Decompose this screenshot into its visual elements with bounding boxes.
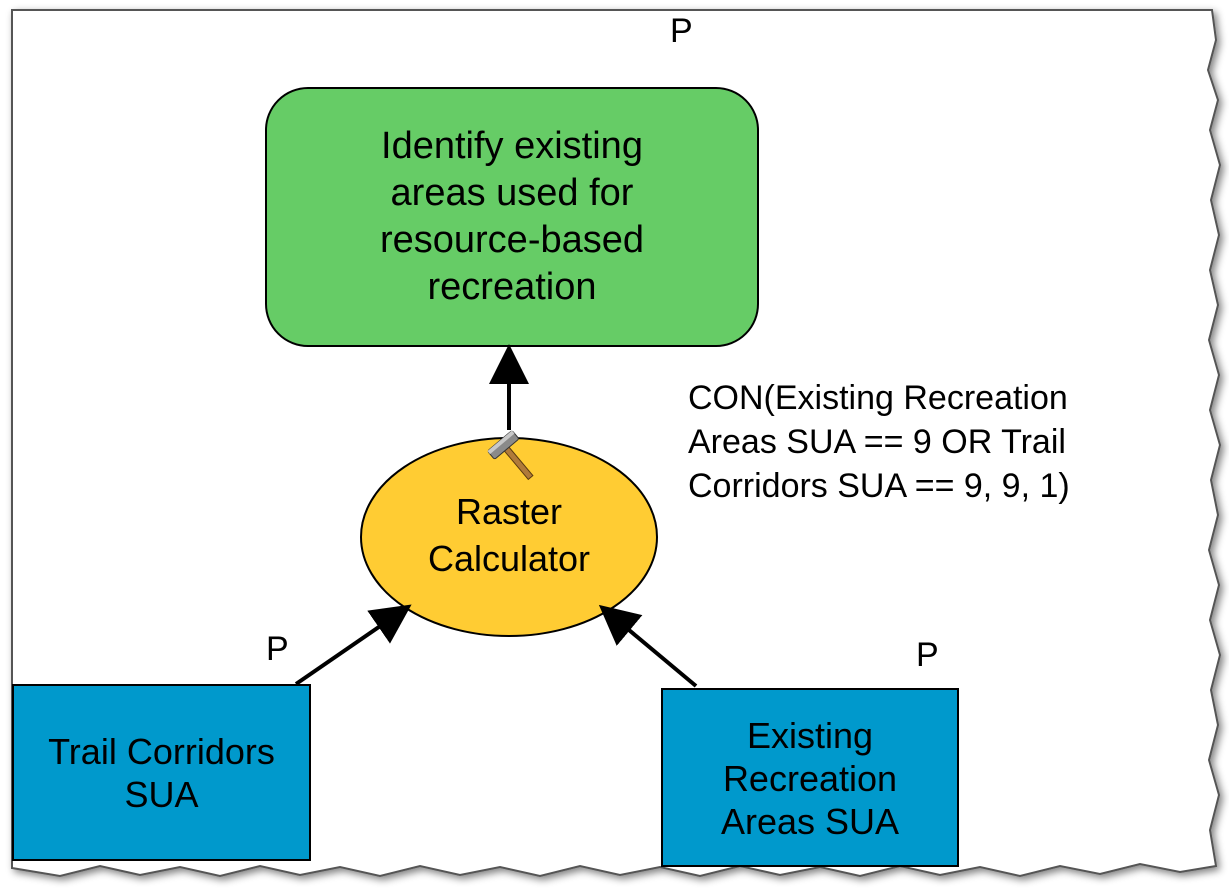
arrow-recreation-to-tool bbox=[598, 604, 698, 688]
output-param-marker: P bbox=[670, 12, 693, 50]
input-node-box-trail-corridors[interactable] bbox=[12, 684, 311, 861]
input-node-box-existing-recreation[interactable] bbox=[661, 688, 959, 867]
raster-calculator-expression: CON(Existing Recreation Areas SUA == 9 O… bbox=[688, 379, 1070, 505]
input-node-label-existing-recreation: Existing Recreation Areas SUA bbox=[720, 714, 900, 842]
output-node-label: Identify existing areas used for resourc… bbox=[379, 125, 645, 308]
hammer-icon bbox=[487, 430, 534, 481]
arrow-trail-to-tool bbox=[294, 604, 412, 686]
tool-node-label: Raster Calculator bbox=[427, 491, 591, 579]
input-node-label-trail-corridors: Trail Corridors SUA bbox=[48, 731, 275, 815]
input-param-marker-existing-recreation: P bbox=[916, 636, 939, 674]
input-param-marker-trail-corridors: P bbox=[266, 630, 289, 668]
